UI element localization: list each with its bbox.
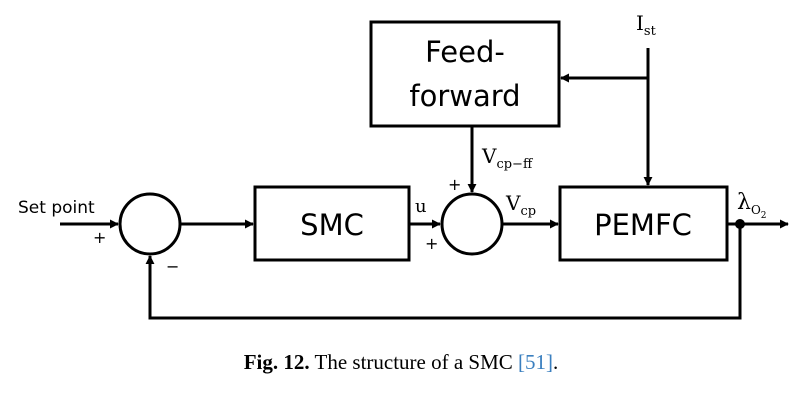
output-takeoff-dot	[735, 219, 745, 229]
caption-text: The structure of a SMC	[314, 350, 513, 374]
figure-caption: Fig. 12. The structure of a SMC [51].	[0, 350, 802, 375]
caption-period: .	[553, 350, 559, 374]
feedforward-label-line1: Feed-	[425, 35, 505, 69]
lambda-label: λO2	[737, 190, 767, 221]
vcp-label: Vcp	[505, 191, 536, 219]
feedforward-label-line2: forward	[409, 79, 520, 113]
sum2-left-plus-sign: +	[425, 234, 438, 253]
caption-figure-number: Fig. 12.	[243, 350, 310, 374]
sum2-top-plus-sign: +	[448, 175, 461, 194]
pemfc-label: PEMFC	[594, 208, 692, 242]
vcpff-label: Vcp−ff	[481, 144, 534, 172]
feedback-line	[145, 224, 742, 320]
smc-label: SMC	[300, 208, 364, 242]
caption-reference-link[interactable]: [51]	[518, 350, 554, 374]
pemfc-block	[558, 185, 729, 262]
ist-label: Ist	[636, 11, 657, 39]
sum1-minus-sign: −	[166, 257, 179, 276]
setpoint-label: Set point	[18, 198, 95, 218]
sum1-plus-sign: +	[93, 228, 106, 247]
u-label: u	[415, 196, 427, 217]
feedforward-block	[369, 20, 561, 128]
smc-block	[253, 185, 411, 262]
summing-junction-1	[118, 192, 182, 256]
summing-junction-2	[440, 192, 504, 256]
